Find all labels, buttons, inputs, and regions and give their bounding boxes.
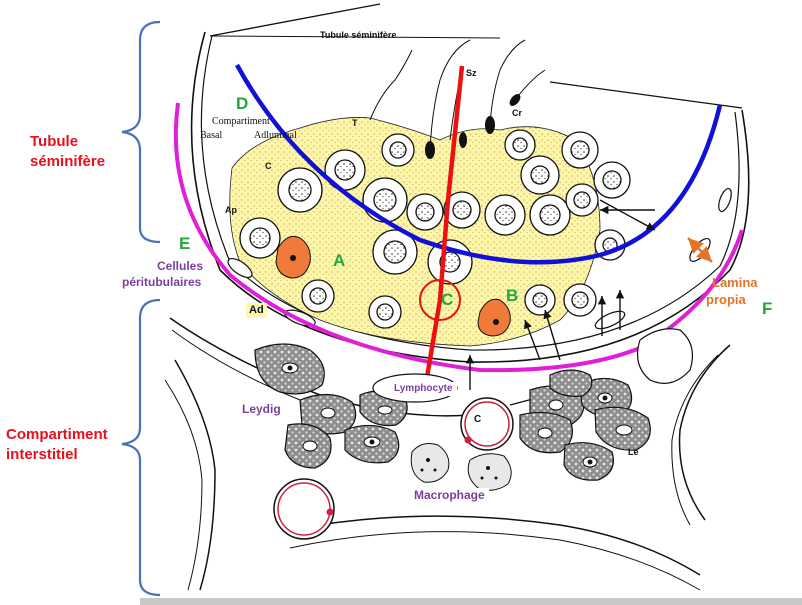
capillary-lower-left	[273, 478, 335, 540]
bottom-scrollbar	[140, 598, 802, 605]
adluminal-label: Adluminal	[254, 130, 297, 141]
lamina-label-line2: propia	[706, 292, 746, 307]
tubule-bracket	[121, 20, 161, 244]
side-label-interstitial-line1: Compartiment	[6, 426, 108, 443]
letter-f: F	[762, 299, 773, 318]
lymphocyte-label: Lymphocyte	[390, 382, 457, 396]
tubule-title-label: Tubule séminifère	[320, 30, 397, 40]
le-label: Le	[628, 447, 639, 457]
letter-d: D	[236, 94, 249, 113]
interstitial-right-edge	[678, 344, 731, 521]
c-small-label: C	[265, 161, 272, 171]
c-vessel-label: C	[474, 414, 482, 425]
sz-label: Sz	[466, 68, 477, 78]
t-label: T	[352, 118, 358, 128]
ad-label: Ad	[246, 303, 267, 318]
macrophage-label: Macrophage	[410, 488, 489, 504]
basal-label: Basal	[200, 130, 223, 141]
blue-barrier-line	[235, 63, 723, 265]
transport-arrows	[465, 199, 656, 406]
lamina-label-line1: Lamina	[712, 275, 758, 290]
letter-a: A	[333, 251, 346, 270]
cellules-label-line1: Cellules	[157, 259, 204, 273]
side-label-tubule-line2: séminifère	[30, 153, 106, 170]
cellules-label-line2: péritubulaires	[122, 275, 202, 289]
lymphatic-vessel	[637, 328, 693, 384]
side-label-interstitial-line2: interstitiel	[6, 446, 78, 463]
cr-label: Cr	[512, 108, 523, 118]
leydig-nuclei	[281, 362, 633, 468]
spermatid-heads	[425, 94, 521, 159]
capillary-center	[460, 397, 514, 451]
letter-b: B	[506, 286, 519, 305]
germ-cells	[239, 129, 631, 329]
macrophage-cells	[410, 443, 512, 491]
sertoli-nucleus-right	[477, 298, 511, 337]
side-label-tubule-line1: Tubule	[30, 133, 79, 150]
lamina-double-arrow	[687, 237, 713, 263]
compartiment-label: Compartiment	[212, 116, 270, 127]
red-circle-c	[419, 279, 461, 321]
tubule-inner-wall	[200, 35, 740, 351]
magenta-basal-lamina	[173, 102, 744, 373]
letter-c: C	[441, 290, 454, 309]
interstitial-lower-edge	[289, 515, 701, 576]
leydig-label: Leydig	[238, 402, 285, 418]
interstitial-bracket	[121, 298, 161, 597]
red-divider-line	[421, 65, 465, 396]
letter-e: E	[179, 234, 191, 253]
interstitial-left-edge	[174, 359, 216, 591]
ap-label: Ap	[225, 205, 237, 215]
